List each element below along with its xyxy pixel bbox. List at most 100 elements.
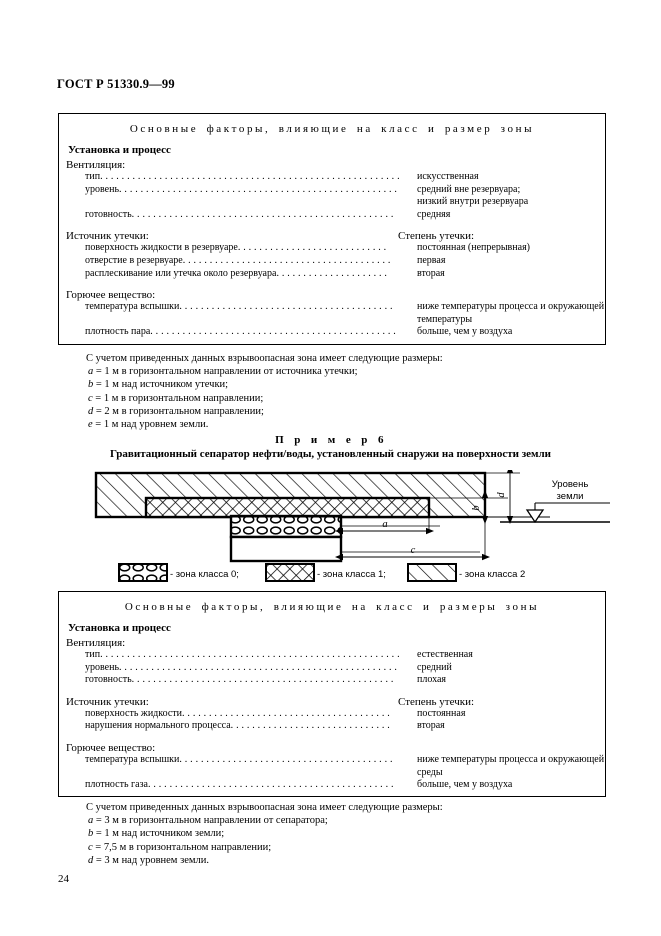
factor-row-value: средняя [417,208,451,220]
factor-row-value: постоянная [417,707,466,719]
factors-table-1-title: Основные факторы, влияющие на класс и ра… [129,123,535,135]
dimension-text: = 3 м в горизонтальном направлении от се… [93,815,328,827]
factor-row-value-continued: среды [417,766,443,778]
page-number: 24 [58,873,69,885]
factors-table-1-groups: Вентиляция:тип .........................… [59,159,605,339]
dimension-item: b = 1 м над источником земли; [88,827,443,840]
zone-1-region [144,496,431,519]
dimension-list-lead: С учетом приведенных данных взрывоопасна… [86,802,443,813]
factor-row-spacer [85,314,597,327]
factor-row: плотность газа .........................… [85,779,605,792]
dimension-item: d = 2 м в горизонтальном направлении; [88,405,443,418]
factor-row-value: ниже температуры процесса и окружающей [417,753,605,765]
example-heading-block: П р и м е р 6 Гравитационный сепаратор н… [0,434,661,460]
ground-level-label-line2: земли [557,491,584,502]
dimension-text: = 2 м в горизонтальном направлении; [93,405,264,417]
dimension-text: = 3 м над уровнем земли. [93,854,210,866]
factor-row-label: уровень [85,661,120,673]
factor-row: температура вспышки ....................… [85,754,605,779]
dot-leader: ............................ [237,242,390,254]
factor-group-name: Вентиляция: [66,637,126,649]
factor-row-label: поверхность жидкости [85,707,183,719]
dimension-symbol: c [88,841,93,853]
dimension-list-2: С учетом приведенных данных взрывоопасна… [86,801,443,867]
dimension-item: c = 7,5 м в горизонтальном направлении; [88,841,443,854]
factor-row: поверхность жидкости в резервуаре ......… [85,242,605,255]
factor-row-label: уровень [85,183,120,195]
dimension-item: b = 1 м над источником утечки; [88,378,443,391]
group-spacer [59,733,605,742]
separator-vessel [229,535,343,563]
dimension-text: = 1 м над источником утечки; [93,379,229,391]
legend-swatch-zone-1 [265,563,315,582]
factor-group-right-heading: Степень утечки: [398,695,475,708]
factor-row-spacer [85,767,597,780]
factor-row: готовность .............................… [85,209,605,222]
factor-row: уровень ................................… [85,184,605,209]
factor-row-label: расплескивание или утечка около резервуа… [85,267,277,279]
dimension-list-1: С учетом приведенных данных взрывоопасна… [86,352,443,431]
factor-row: нарушения нормального процесса .........… [85,720,605,733]
factors-table-2: Основные факторы, влияющие на класс и ра… [58,591,606,797]
factors-table-2-groups: Вентиляция:тип .........................… [59,637,605,792]
factor-row: расплескивание или утечка около резервуа… [85,268,605,281]
factors-table-2-title: Основные факторы, влияющие на класс и ра… [124,601,540,613]
dimension-item: d = 3 м над уровнем земли. [88,854,443,867]
factor-row: уровень ................................… [85,662,605,675]
dot-leader: ....................................... [182,254,394,266]
factor-row-value: естественная [417,649,473,660]
group-spacer [59,280,605,289]
dimension-text: = 1 м в горизонтальном направлении; [92,392,264,404]
factor-row-value: средний [417,661,452,673]
factor-group-name: Горючее вещество: [66,289,156,302]
factor-row-value: больше, чем у воздуха [417,326,513,338]
factor-group-label: Горючее вещество: [66,289,605,301]
factor-row-label: тип [85,171,101,182]
dot-leader: ........................................… [131,674,397,686]
dimension-symbol: a [88,815,94,827]
factor-row-label: нарушения нормального процесса [85,720,231,732]
dot-leader: .............................. [230,720,393,732]
dimension-text: = 7,5 м в горизонтальном направлении; [92,841,272,853]
factor-group-label: Источник утечки:Степень утечки: [66,696,605,708]
factor-row-label: температура вспышки [85,753,180,765]
dot-leader: ........................................ [179,753,396,765]
dimension-text: = 1 м над уровнем земли. [92,419,209,431]
dot-leader: ........................................… [100,171,403,182]
factor-row-label: плотность пара [85,326,151,338]
dimension-symbol: b [88,379,94,391]
factors-table-1-section-heading: Установка и процесс [68,144,171,156]
factor-row-value: плохая [417,674,446,686]
factor-row: поверхность жидкости ...................… [85,708,605,721]
factors-table-2-section-heading: Установка и процесс [68,622,171,634]
factor-row-label: отверстие в резервуаре [85,254,183,266]
dimension-symbol: a [88,366,94,378]
example-number: П р и м е р 6 [275,434,386,446]
dot-leader: ........................................… [150,326,399,338]
factor-row: тип ....................................… [85,171,605,184]
legend-text-zone-0: - зона класса 0; [170,569,239,580]
factor-row-value: вторая [417,720,445,732]
factor-row: плотность пара .........................… [85,326,605,339]
dot-leader: ........................................ [179,301,396,313]
factor-row-label: поверхность жидкости в резервуаре [85,242,238,254]
dot-leader: ..................... [276,267,390,279]
dimension-text: = 1 м в горизонтальном направлении от ис… [93,366,358,378]
standard-code-header: ГОСТ Р 51330.9—99 [57,77,175,91]
dimension-item: a = 3 м в горизонтальном направлении от … [88,814,443,827]
factor-row-value: ниже температуры процесса и окружающей [417,301,605,313]
dot-leader: ........................................… [119,661,400,673]
factor-group-name: Источник утечки: [66,230,149,243]
dimension-list-lead: С учетом приведенных данных взрывоопасна… [86,353,443,364]
factor-row-value: вторая [417,267,445,279]
hazardous-zone-diagram: d b a c Уровень земли [94,470,610,563]
factor-row-label: готовность [85,674,132,686]
factor-row-label: готовность [85,208,132,220]
dot-leader: ........................................… [131,208,397,220]
factor-row-value: постоянная (непрерывная) [417,242,530,254]
factor-row: температура вспышки ....................… [85,301,605,326]
factor-row-label: температура вспышки [85,301,180,313]
dimension-label-c: c [411,545,416,556]
dot-leader: ....................................... [182,707,393,719]
dimension-symbol: b [88,828,94,840]
